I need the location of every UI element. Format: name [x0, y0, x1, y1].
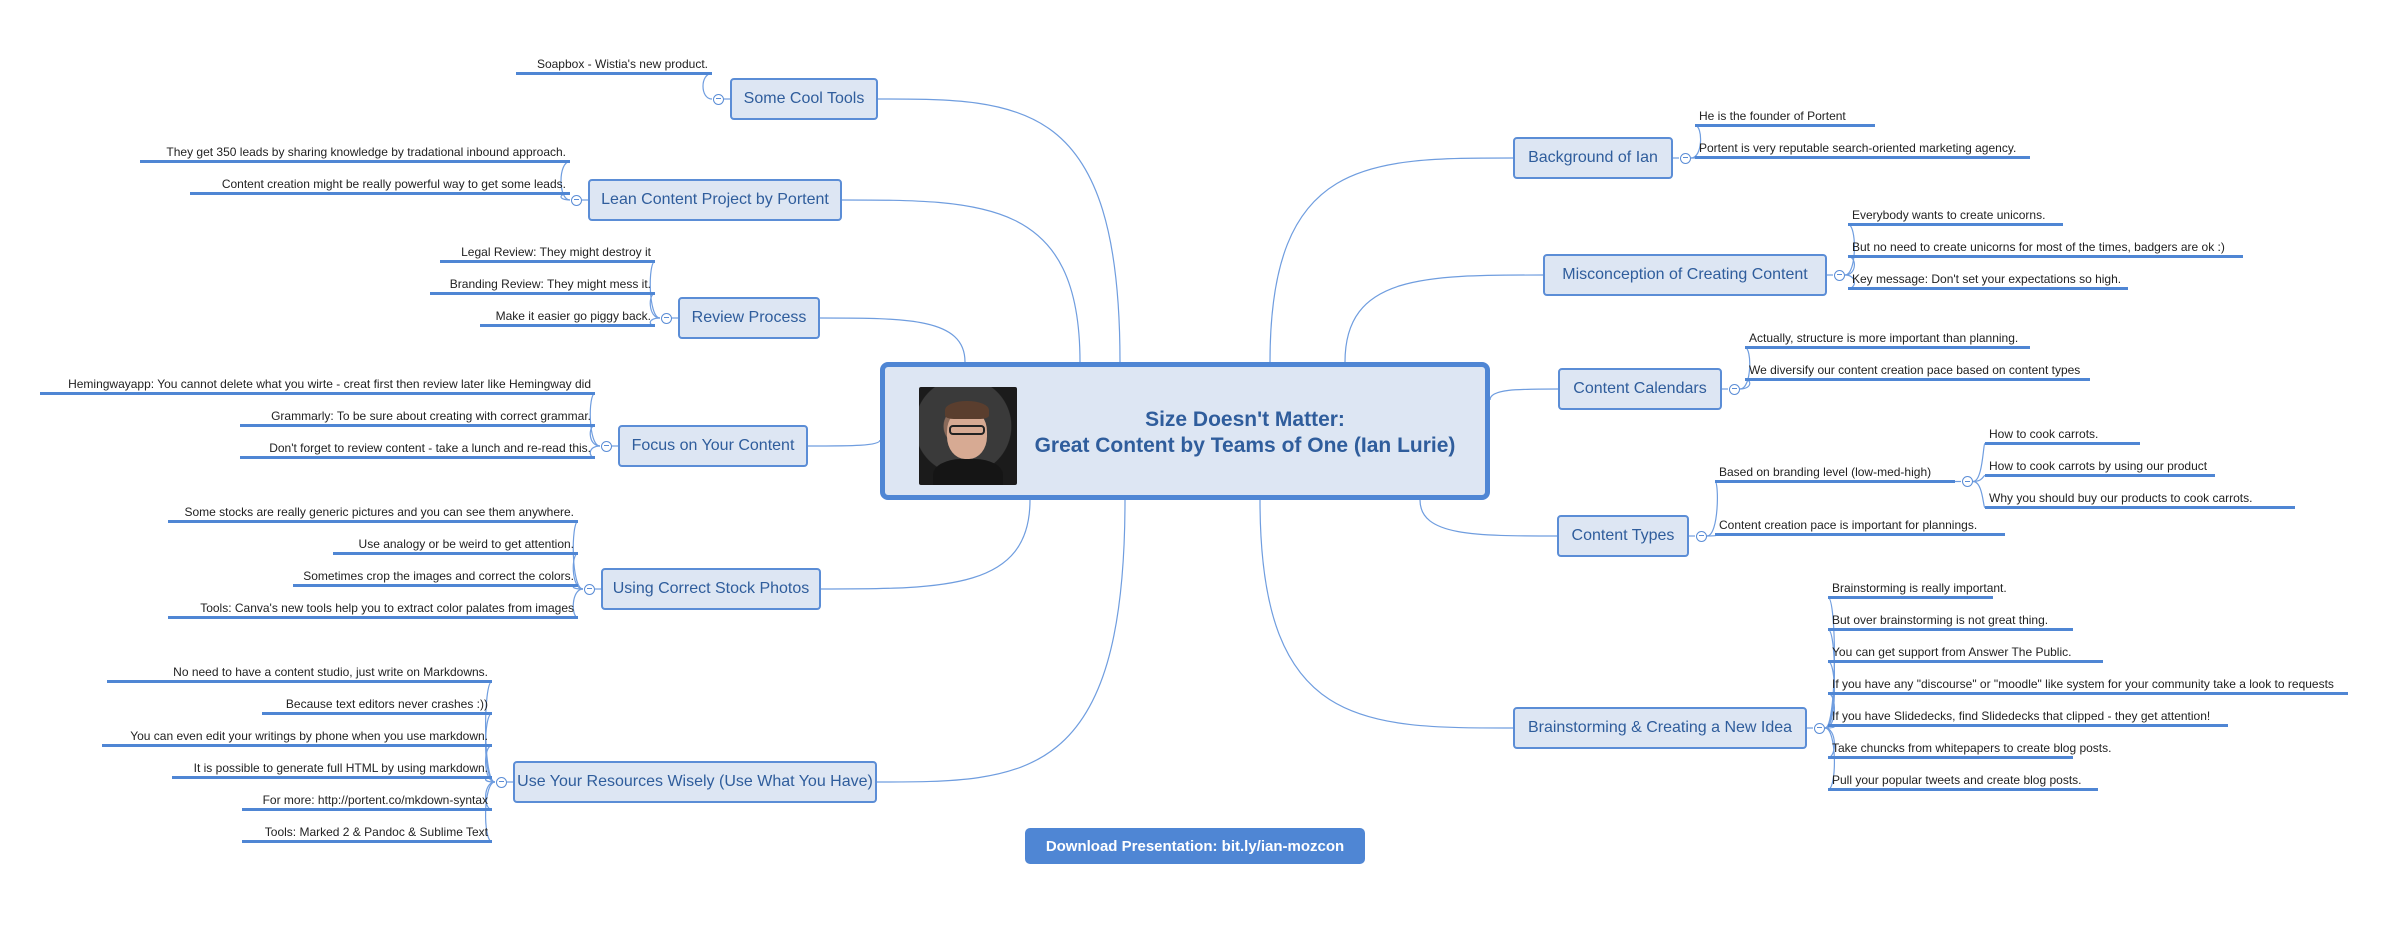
- central-title: Size Doesn't Matter: Great Content by Te…: [1025, 407, 1465, 459]
- leaf-item[interactable]: If you have any "discourse" or "moodle" …: [1828, 675, 2348, 695]
- leaf-item[interactable]: You can even edit your writings by phone…: [102, 727, 492, 747]
- topic-brainstorming-creating-a-new-idea[interactable]: Brainstorming & Creating a New Idea: [1513, 707, 1807, 749]
- sub-leaf-item[interactable]: How to cook carrots.: [1985, 425, 2140, 445]
- leaf-item[interactable]: For more: http://portent.co/mkdown-synta…: [242, 791, 492, 811]
- topic-lean-content-project-by-portent[interactable]: Lean Content Project by Portent: [588, 179, 842, 221]
- central-topic[interactable]: Size Doesn't Matter: Great Content by Te…: [880, 362, 1490, 500]
- speaker-photo: [919, 387, 1017, 485]
- topic-background-of-ian[interactable]: Background of Ian: [1513, 137, 1673, 179]
- leaf-item[interactable]: But no need to create unicorns for most …: [1848, 238, 2243, 258]
- central-title-line-1: Size Doesn't Matter:: [1145, 408, 1345, 431]
- leaf-item[interactable]: Soapbox - Wistia's new product.: [516, 55, 712, 75]
- leaf-item[interactable]: Don't forget to review content - take a …: [240, 439, 595, 459]
- collapse-toggle-branding-level[interactable]: [1961, 476, 1973, 487]
- leaf-item[interactable]: But over brainstorming is not great thin…: [1828, 611, 2073, 631]
- leaf-item[interactable]: Pull your popular tweets and create blog…: [1828, 771, 2098, 791]
- leaf-item[interactable]: We diversify our content creation pace b…: [1745, 361, 2090, 381]
- leaf-item[interactable]: He is the founder of Portent: [1695, 107, 1875, 127]
- leaf-item[interactable]: Content creation might be really powerfu…: [190, 175, 570, 195]
- leaf-item[interactable]: Based on branding level (low-med-high): [1715, 463, 1955, 483]
- leaf-item[interactable]: Tools: Canva's new tools help you to ext…: [168, 599, 578, 619]
- collapse-toggle-8[interactable]: [1728, 383, 1740, 395]
- leaf-item[interactable]: Make it easier go piggy back.: [480, 307, 655, 327]
- leaf-item[interactable]: Take chuncks from whitepapers to create …: [1828, 739, 2111, 759]
- leaf-item[interactable]: Actually, structure is more important th…: [1745, 329, 2030, 349]
- leaf-item[interactable]: Some stocks are really generic pictures …: [168, 503, 578, 523]
- collapse-toggle-4[interactable]: [583, 583, 595, 595]
- leaf-item[interactable]: Everybody wants to create unicorns.: [1848, 206, 2063, 226]
- leaf-item[interactable]: Branding Review: They might mess it.: [430, 275, 655, 295]
- sub-leaf-item[interactable]: Why you should buy our products to cook …: [1985, 489, 2295, 509]
- leaf-item[interactable]: Grammarly: To be sure about creating wit…: [240, 407, 595, 427]
- collapse-toggle-10[interactable]: [1813, 722, 1825, 734]
- topic-misconception-of-creating-content[interactable]: Misconception of Creating Content: [1543, 254, 1827, 296]
- leaf-item[interactable]: Because text editors never crashes :)): [262, 695, 492, 715]
- collapse-toggle-1[interactable]: [570, 194, 582, 206]
- leaf-item[interactable]: Hemingwayapp: You cannot delete what you…: [40, 375, 595, 395]
- leaf-item[interactable]: Tools: Marked 2 & Pandoc & Sublime Text: [242, 823, 492, 843]
- topic-focus-on-your-content[interactable]: Focus on Your Content: [618, 425, 808, 467]
- leaf-item[interactable]: Legal Review: They might destroy it: [440, 243, 655, 263]
- collapse-toggle-6[interactable]: [1679, 152, 1691, 164]
- central-title-line-2: Great Content by Teams of One (Ian Lurie…: [1034, 434, 1456, 457]
- leaf-item[interactable]: They get 350 leads by sharing knowledge …: [140, 143, 570, 163]
- leaf-item[interactable]: If you have Slidedecks, find Slidedecks …: [1828, 707, 2228, 727]
- topic-content-calendars[interactable]: Content Calendars: [1558, 368, 1722, 410]
- leaf-item[interactable]: You can get support from Answer The Publ…: [1828, 643, 2103, 663]
- topic-content-types[interactable]: Content Types: [1557, 515, 1689, 557]
- leaf-item[interactable]: Content creation pace is important for p…: [1715, 516, 2005, 536]
- leaf-item[interactable]: Use analogy or be weird to get attention…: [333, 535, 578, 555]
- topic-use-your-resources-wisely-use-what-you-have[interactable]: Use Your Resources Wisely (Use What You …: [513, 761, 877, 803]
- leaf-item[interactable]: Key message: Don't set your expectations…: [1848, 270, 2128, 290]
- leaf-item[interactable]: No need to have a content studio, just w…: [107, 663, 492, 683]
- collapse-toggle-3[interactable]: [600, 440, 612, 452]
- download-presentation-button[interactable]: Download Presentation: bit.ly/ian-mozcon: [1025, 828, 1365, 864]
- leaf-item[interactable]: Portent is very reputable search-oriente…: [1695, 139, 2030, 159]
- topic-using-correct-stock-photos[interactable]: Using Correct Stock Photos: [601, 568, 821, 610]
- collapse-toggle-2[interactable]: [660, 312, 672, 324]
- leaf-item[interactable]: Brainstorming is really important.: [1828, 579, 2007, 599]
- collapse-toggle-0[interactable]: [712, 93, 724, 105]
- collapse-toggle-7[interactable]: [1833, 269, 1845, 281]
- collapse-toggle-5[interactable]: [495, 776, 507, 788]
- topic-review-process[interactable]: Review Process: [678, 297, 820, 339]
- collapse-toggle-9[interactable]: [1695, 530, 1707, 542]
- leaf-item[interactable]: It is possible to generate full HTML by …: [172, 759, 492, 779]
- topic-some-cool-tools[interactable]: Some Cool Tools: [730, 78, 878, 120]
- sub-leaf-item[interactable]: How to cook carrots by using our product: [1985, 457, 2215, 477]
- leaf-item[interactable]: Sometimes crop the images and correct th…: [293, 567, 578, 587]
